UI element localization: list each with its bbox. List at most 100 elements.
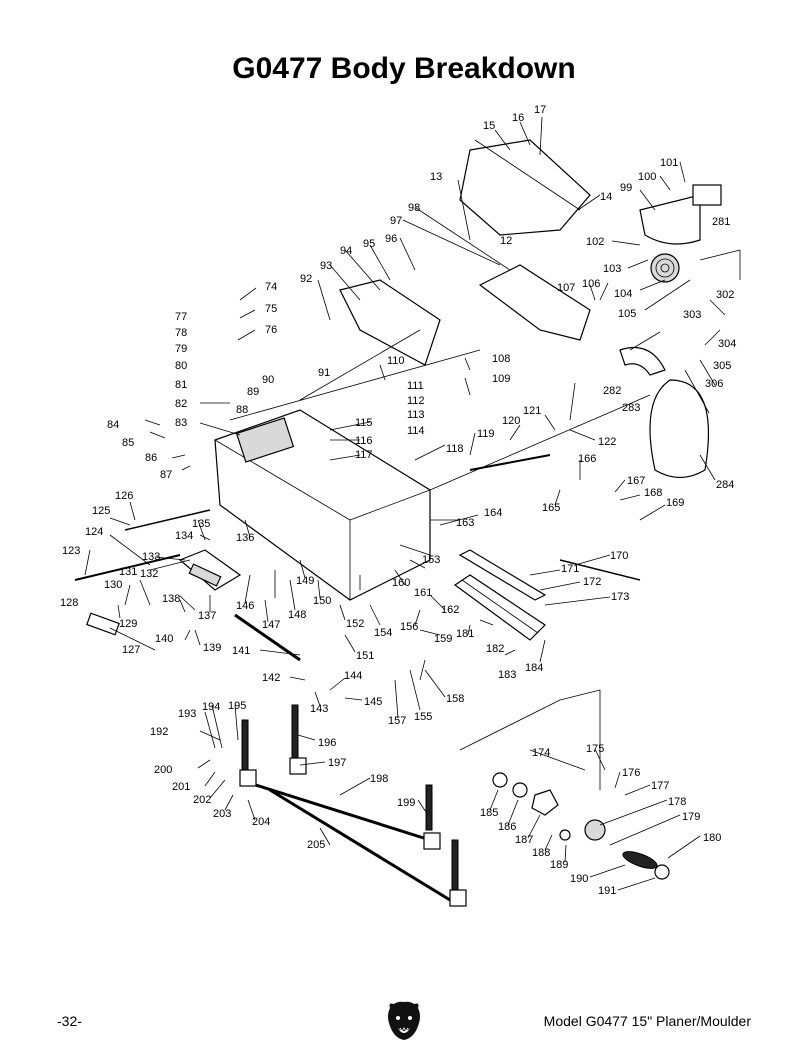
part-label: 145 xyxy=(364,696,382,708)
part-label: 165 xyxy=(542,502,560,514)
part-label: 123 xyxy=(62,545,80,557)
part-label: 163 xyxy=(456,517,474,529)
part-label: 168 xyxy=(644,487,662,499)
model-caption: Model G0477 15" Planer/Moulder xyxy=(543,1013,751,1029)
part-label: 140 xyxy=(155,633,173,645)
part-label: 205 xyxy=(307,839,325,851)
top-cover-part xyxy=(459,139,591,236)
part-label: 141 xyxy=(232,645,250,657)
part-label: 105 xyxy=(618,308,636,320)
part-label: 126 xyxy=(115,490,133,502)
part-label: 166 xyxy=(578,453,596,465)
part-label: 172 xyxy=(583,576,601,588)
part-label: 283 xyxy=(622,402,640,414)
part-label: 186 xyxy=(498,821,516,833)
part-label: 138 xyxy=(162,593,180,605)
part-label: 147 xyxy=(262,619,280,631)
part-label: 202 xyxy=(193,794,211,806)
part-label: 148 xyxy=(288,609,306,621)
part-label: 80 xyxy=(175,360,187,372)
part-label: 17 xyxy=(534,104,546,116)
part-label: 181 xyxy=(456,628,474,640)
part-label: 132 xyxy=(140,568,158,580)
grizzly-bear-logo-icon xyxy=(388,1001,420,1040)
part-label: 124 xyxy=(85,526,103,538)
part-label: 169 xyxy=(666,497,684,509)
part-label: 13 xyxy=(430,171,442,183)
part-label: 173 xyxy=(611,591,629,603)
part-label: 117 xyxy=(355,449,373,461)
outlet-port-part xyxy=(692,184,722,206)
main-body-part xyxy=(214,409,431,601)
part-label: 93 xyxy=(320,260,332,272)
part-label: 159 xyxy=(434,633,452,645)
column-block-part xyxy=(235,417,295,463)
part-label: 144 xyxy=(344,670,362,682)
part-label: 179 xyxy=(682,811,700,823)
part-label: 198 xyxy=(370,773,388,785)
part-label: 177 xyxy=(651,780,669,792)
part-label: 118 xyxy=(446,443,464,455)
part-label: 104 xyxy=(614,288,632,300)
part-label: 151 xyxy=(356,650,374,662)
part-label: 131 xyxy=(119,566,137,578)
page-title: G0477 Body Breakdown xyxy=(232,52,576,85)
part-label: 282 xyxy=(603,385,621,397)
gear-housing-part xyxy=(531,789,559,816)
part-label: 91 xyxy=(318,367,330,379)
part-label: 89 xyxy=(247,386,259,398)
part-label: 134 xyxy=(175,530,193,542)
part-label: 82 xyxy=(175,398,187,410)
part-label: 164 xyxy=(484,507,502,519)
part-label: 304 xyxy=(718,338,736,350)
part-label: 130 xyxy=(104,579,122,591)
part-label: 178 xyxy=(668,796,686,808)
part-label: 152 xyxy=(346,618,364,630)
part-label: 136 xyxy=(236,532,254,544)
part-label: 92 xyxy=(300,273,312,285)
part-label: 79 xyxy=(175,343,187,355)
pulley-part xyxy=(650,253,680,283)
part-label: 99 xyxy=(620,182,632,194)
part-label: 303 xyxy=(683,309,701,321)
part-label: 77 xyxy=(175,311,187,323)
part-label: 127 xyxy=(122,644,140,656)
part-label: 106 xyxy=(582,278,600,290)
part-label: 103 xyxy=(603,263,621,275)
part-label: 81 xyxy=(175,379,187,391)
part-label: 193 xyxy=(178,708,196,720)
part-label: 171 xyxy=(561,563,579,575)
part-label: 192 xyxy=(150,726,168,738)
part-label: 83 xyxy=(175,417,187,429)
part-label: 176 xyxy=(622,767,640,779)
part-label: 139 xyxy=(203,642,221,654)
part-label: 109 xyxy=(492,373,510,385)
part-label: 161 xyxy=(414,587,432,599)
part-label: 111 xyxy=(407,380,424,392)
part-label: 137 xyxy=(198,610,216,622)
part-label: 197 xyxy=(328,757,346,769)
parts-drawing xyxy=(74,116,741,907)
part-label: 183 xyxy=(498,669,516,681)
part-label: 170 xyxy=(610,550,628,562)
part-label: 175 xyxy=(586,743,604,755)
part-label: 162 xyxy=(441,604,459,616)
part-label: 114 xyxy=(407,425,425,437)
blade-guard-part xyxy=(639,194,701,245)
part-label: 128 xyxy=(60,597,78,609)
part-label: 160 xyxy=(392,577,410,589)
part-label: 182 xyxy=(486,643,504,655)
part-label: 142 xyxy=(262,672,280,684)
part-label: 108 xyxy=(492,353,510,365)
part-label: 129 xyxy=(119,618,137,630)
part-labels: 12 13 14 15 16 17 74 75 76 77 78 79 80 8… xyxy=(60,104,736,897)
sprocket-part xyxy=(492,772,508,788)
table-extension-part xyxy=(86,612,120,636)
part-label: 96 xyxy=(385,233,397,245)
part-label: 158 xyxy=(446,693,464,705)
part-label: 74 xyxy=(265,281,277,293)
part-label: 115 xyxy=(355,417,373,429)
part-label: 188 xyxy=(532,847,550,859)
part-label: 95 xyxy=(363,238,375,250)
part-label: 195 xyxy=(228,700,246,712)
